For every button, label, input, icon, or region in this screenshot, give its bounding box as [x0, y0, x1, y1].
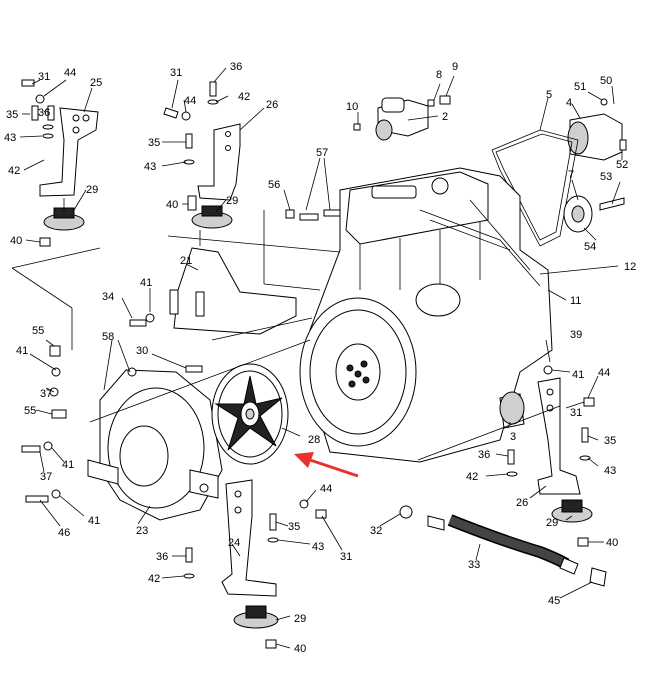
- callout-45: 45: [548, 595, 560, 607]
- callout-39: 39: [570, 329, 582, 341]
- callout-55: 55: [32, 325, 44, 337]
- oil-hose-33: [399, 505, 607, 587]
- callout-34: 34: [102, 291, 114, 303]
- callout-31: 31: [170, 67, 182, 79]
- callout-37: 37: [40, 388, 52, 400]
- callout-41: 41: [572, 369, 584, 381]
- callout-24: 24: [228, 537, 240, 549]
- callout-41: 41: [140, 277, 152, 289]
- callout-10: 10: [346, 101, 358, 113]
- callout-52: 52: [616, 159, 628, 171]
- callout-42: 42: [466, 471, 478, 483]
- oil-filter-3: [499, 391, 525, 425]
- assembly-guide-lines: [11, 210, 561, 461]
- callout-29: 29: [226, 195, 238, 207]
- callout-21: 21: [180, 255, 192, 267]
- callout-50: 50: [600, 75, 612, 87]
- callout-41: 41: [62, 459, 74, 471]
- callout-26: 26: [516, 497, 528, 509]
- callout-44: 44: [184, 95, 196, 107]
- callout-25: 25: [90, 77, 102, 89]
- callout-43: 43: [312, 541, 324, 553]
- callout-2: 2: [442, 111, 448, 123]
- callout-8: 8: [436, 69, 442, 81]
- callout-36: 36: [156, 551, 168, 563]
- callout-44: 44: [320, 483, 332, 495]
- callout-42: 42: [8, 165, 20, 177]
- callout-31: 31: [570, 407, 582, 419]
- callout-7: 7: [568, 169, 574, 181]
- starter-motor-2: [375, 97, 429, 141]
- callout-3: 3: [510, 431, 516, 443]
- callout-43: 43: [4, 132, 16, 144]
- callout-37: 37: [40, 471, 52, 483]
- callout-53: 53: [600, 171, 612, 183]
- callout-28: 28: [308, 434, 320, 446]
- callout-41: 41: [88, 515, 100, 527]
- bottom-engine-mount-assembly: [183, 479, 327, 649]
- leader-lines: [19, 67, 623, 649]
- left-hardware-column: [21, 313, 203, 503]
- callout-30: 30: [136, 345, 148, 357]
- callout-29: 29: [86, 184, 98, 196]
- callout-31: 31: [340, 551, 352, 563]
- mount-bracket-26: [197, 123, 241, 201]
- callout-40: 40: [10, 235, 22, 247]
- bell-housing-23: [87, 367, 223, 521]
- callout-57: 57: [316, 147, 328, 159]
- callout-12: 12: [624, 261, 636, 273]
- callout-35: 35: [6, 109, 18, 121]
- callout-58: 58: [102, 331, 114, 343]
- right-engine-mount-assembly: [506, 365, 595, 547]
- callout-29: 29: [294, 613, 306, 625]
- callout-51: 51: [574, 81, 586, 93]
- callout-40: 40: [606, 537, 618, 549]
- callout-43: 43: [144, 161, 156, 173]
- callout-35: 35: [604, 435, 616, 447]
- callout-42: 42: [238, 91, 250, 103]
- callout-44: 44: [64, 67, 76, 79]
- callout-5: 5: [546, 89, 552, 101]
- callout-23: 23: [136, 525, 148, 537]
- callout-4: 4: [566, 97, 572, 109]
- callout-44: 44: [598, 367, 610, 379]
- callout-36: 36: [38, 107, 50, 119]
- callout-29: 29: [546, 517, 558, 529]
- callout-56: 56: [268, 179, 280, 191]
- callout-55: 55: [24, 405, 36, 417]
- callout-36: 36: [478, 449, 490, 461]
- callout-43: 43: [604, 465, 616, 477]
- callout-42: 42: [148, 573, 160, 585]
- callout-40: 40: [294, 643, 306, 655]
- callout-35: 35: [148, 137, 160, 149]
- callout-32: 32: [370, 525, 382, 537]
- callout-26: 26: [266, 99, 278, 111]
- callout-31: 31: [38, 71, 50, 83]
- left-engine-mount-assembly: [21, 79, 99, 247]
- callout-54: 54: [584, 241, 596, 253]
- pulley-7: [563, 195, 593, 233]
- callout-36: 36: [230, 61, 242, 73]
- center-engine-mount-assembly: [163, 81, 241, 229]
- mount-bracket-26b: [537, 377, 581, 495]
- flywheel: [299, 297, 417, 447]
- callout-35: 35: [288, 521, 300, 533]
- flexible-coupling-28: [211, 363, 289, 465]
- callout-labels: 31 44 25 35 36 43 42 29 40 31 36 44 42 2…: [4, 61, 636, 655]
- red-indicator-arrow: [294, 452, 359, 478]
- mount-bracket-25: [39, 107, 99, 197]
- callout-11: 11: [570, 295, 581, 307]
- bracket-21: [169, 247, 297, 335]
- callout-46: 46: [58, 527, 70, 539]
- callout-40: 40: [166, 199, 178, 211]
- callout-9: 9: [452, 61, 458, 73]
- callout-41: 41: [16, 345, 28, 357]
- callout-33: 33: [468, 559, 480, 571]
